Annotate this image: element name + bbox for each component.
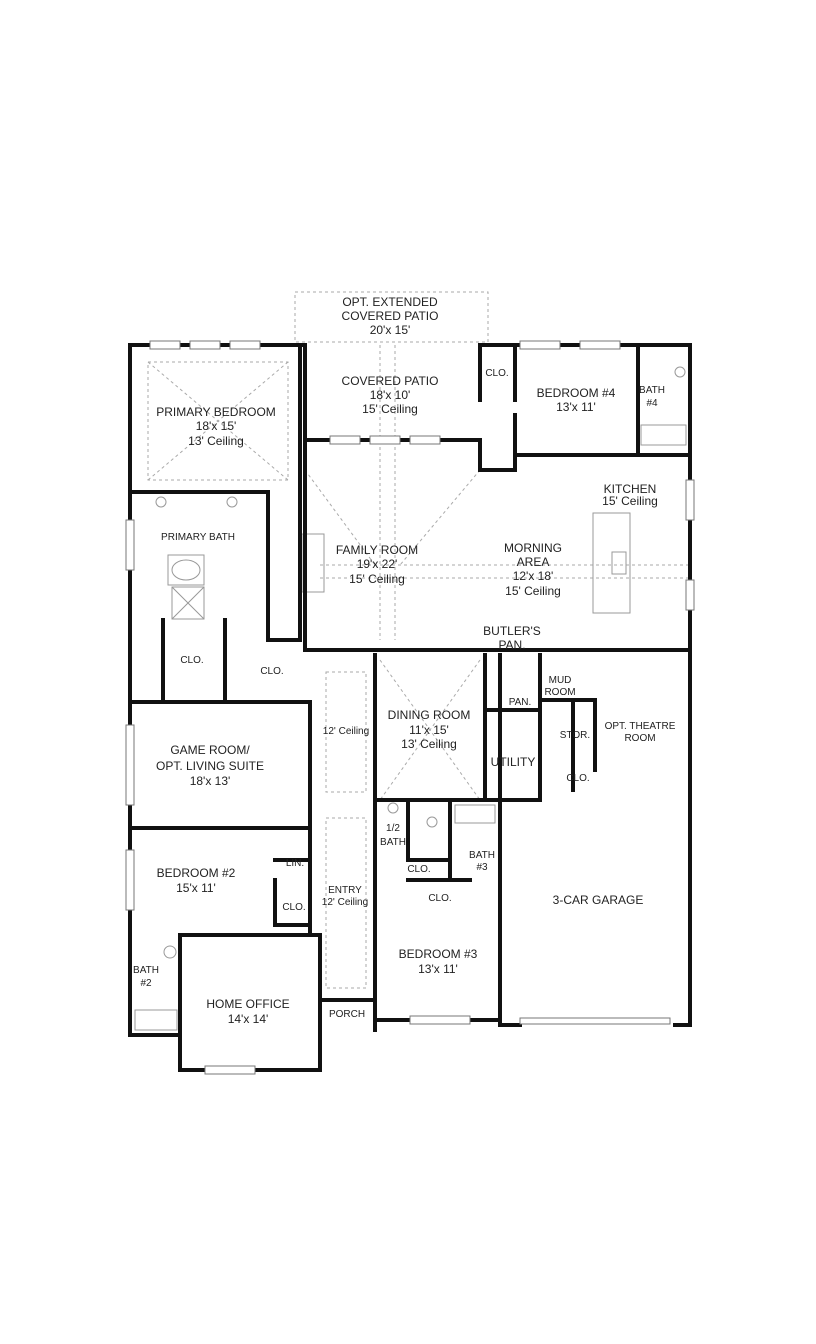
room-label-storage: STOR. xyxy=(560,730,590,741)
room-label-bath-3: BATH#3 xyxy=(469,850,495,873)
walls xyxy=(128,343,692,1072)
room-label-clo-b4: CLO. xyxy=(485,368,508,379)
room-label-clo-utility: CLO. xyxy=(566,773,589,784)
room-label-bath-2: BATH#2 xyxy=(133,965,159,989)
room-label-clo-b3a: CLO. xyxy=(407,864,430,875)
room-label-porch: PORCH xyxy=(329,1009,365,1020)
room-label-bath-4: BATH#4 xyxy=(639,385,665,409)
room-label-3-car-garage: 3-CAR GARAGE xyxy=(553,893,644,907)
room-label-clo-b3b: CLO. xyxy=(428,893,451,904)
room-label-linen: LIN. xyxy=(286,858,304,869)
dashed-outlines xyxy=(147,291,690,989)
room-label-clo-primary-1: CLO. xyxy=(180,655,203,666)
windows xyxy=(125,340,695,1075)
room-label-primary-bath: PRIMARY BATH xyxy=(161,532,235,543)
room-label-utility: UTILITY xyxy=(491,755,536,769)
room-label-pantry: PAN. xyxy=(509,697,532,708)
room-label-clo-b2: CLO. xyxy=(282,902,305,913)
fixtures xyxy=(134,366,687,1031)
room-label-clo-primary-2: CLO. xyxy=(260,666,283,677)
room-label-gallery-ceiling: 12' Ceiling xyxy=(323,726,369,737)
